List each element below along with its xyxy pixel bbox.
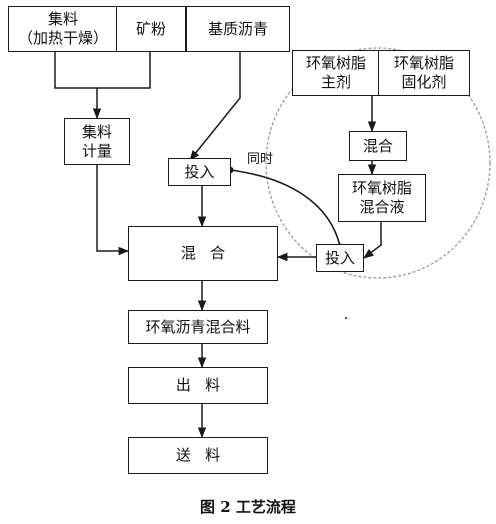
epoxy-mixed-liquid-box: 环氧树脂 混合液 [338,174,426,222]
epoxy-curing-agent-box: 环氧树脂 固化剂 [378,50,470,96]
epoxy-asphalt-mixture-box: 环氧沥青混合料 [128,310,268,344]
epoxy-group-outline [265,47,491,279]
aggregate-metering-box: 集料 计量 [64,118,130,165]
base-asphalt-box: 基质沥青 [186,6,290,52]
mineral-powder-box: 矿粉 [116,6,186,52]
epoxy-main-agent-box: 环氧树脂 主剂 [292,50,380,96]
simultaneous-label: 同时 [247,152,274,167]
figure-caption: 图 2 工艺流程 [200,498,296,516]
epoxy-mix-box: 混合 [349,131,407,161]
speck [345,317,347,319]
metering-to-mixing [96,165,130,256]
mixing-box: 混 合 [128,226,278,281]
base-asphalt-line [189,50,241,161]
epoxy-feed-in-box: 投入 [316,244,364,272]
feed-in-box: 投入 [168,158,231,186]
discharge-box: 出 料 [128,367,268,404]
aggregate-powder-bracket [54,50,151,89]
aggregate-box: 集料 （加热干燥） [8,6,118,52]
simultaneous-curve [229,169,341,247]
delivery-box: 送 料 [128,437,268,474]
liquid-to-feed [363,221,382,259]
